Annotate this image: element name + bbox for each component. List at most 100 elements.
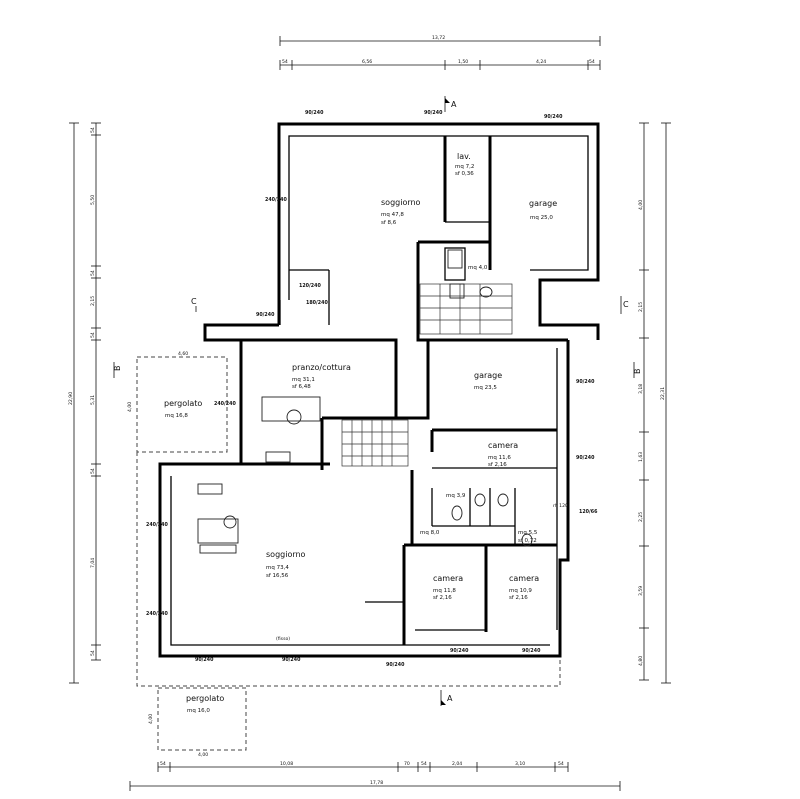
kitchen-island-bottom — [197, 518, 239, 544]
dim-left-seg-3: 54 — [90, 270, 96, 276]
room-lav-name: lav. — [457, 152, 471, 161]
room-camera-1-sf: sf 2,16 — [488, 462, 507, 468]
dim-left-seg-4: 2,15 — [90, 296, 96, 306]
opening-label: 90/240 — [195, 657, 214, 663]
room-soggiorno-top-sf: sf 8,6 — [381, 220, 397, 226]
room-small-area: mq 4,0 — [468, 265, 488, 271]
pergola-upper-height: 4,00 — [127, 402, 133, 412]
pergola-lower-width: 4,00 — [198, 752, 208, 758]
dim-top-seg-5: 54 — [589, 59, 595, 65]
opening-label: 240/240 — [265, 197, 287, 203]
room-pergolato-bottom-area: mq 16,0 — [187, 708, 210, 714]
dim-left-seg-8: 7,04 — [90, 558, 96, 568]
dim-bottom-seg-2: 10,08 — [280, 761, 293, 767]
room-pergolato-top-name: pergolato — [164, 399, 202, 408]
room-lav-sf: sf 0,36 — [455, 171, 474, 177]
dim-right-seg-2: 2,15 — [638, 302, 644, 312]
dim-left-total: 22,90 — [68, 392, 74, 405]
opening-label: 120/240 — [299, 283, 321, 289]
dim-top-seg-4: 4,24 — [536, 59, 546, 65]
opening-label: 90/240 — [424, 110, 443, 116]
room-pergolato-bottom-name: pergolato — [186, 694, 224, 703]
dim-top-seg-3: 1,50 — [458, 59, 468, 65]
pergola-upper: 4,60 4,00 — [127, 351, 228, 453]
dim-left-seg-7: 54 — [90, 468, 96, 474]
room-camera-2-name: camera — [433, 574, 463, 583]
dim-left-seg-2: 5,50 — [90, 195, 96, 205]
dim-left-seg-9: 54 — [90, 650, 96, 656]
dim-bottom-seg-3: 70 — [404, 761, 410, 767]
opening-label: 90/240 — [386, 662, 405, 668]
opening-label: 90/240 — [576, 379, 595, 385]
room-bath-3-area: mq 5,5 — [518, 530, 538, 536]
dim-right-seg-4: 1,63 — [638, 452, 644, 462]
opening-labels: 90/240 90/240 90/240 240/240 120/240 180… — [146, 110, 598, 668]
dim-top-seg-2: 6,56 — [362, 59, 372, 65]
opening-label: 90/240 — [282, 657, 301, 663]
section-b-left: B — [113, 366, 122, 372]
dim-bottom-total: 17,78 — [370, 780, 383, 786]
pergola-lower: 4,00 4,00 — [148, 687, 247, 758]
dim-left-seg-1: 54 — [90, 127, 96, 133]
room-pergolato-top-area: mq 16,8 — [165, 413, 188, 419]
opening-label: 120/66 — [579, 509, 598, 515]
room-camera-2-area: mq 11,8 — [433, 588, 456, 594]
dim-bottom-seg-6: 3,10 — [515, 761, 525, 767]
section-a-bottom: A — [447, 694, 453, 703]
opening-label: 90/240 — [544, 114, 563, 120]
room-soggiorno-big-area: mq 73,4 — [266, 565, 289, 571]
rh-label: rh 120 — [553, 503, 568, 509]
pergola-upper-width: 4,60 — [178, 351, 188, 357]
room-soggiorno-top-name: soggiorno — [381, 198, 421, 207]
dim-bottom-seg-4: 54 — [421, 761, 427, 767]
room-camera-1-area: mq 11,6 — [488, 455, 511, 461]
room-camera-3-sf: sf 2,16 — [509, 595, 528, 601]
right-dimensions: 4,00 2,15 3,18 1,63 2,25 3,59 4,80 22,31 — [638, 122, 671, 684]
dim-bottom-seg-1: 54 — [160, 761, 166, 767]
room-camera-1-name: camera — [488, 441, 518, 450]
room-camera-3-area: mq 10,9 — [509, 588, 532, 594]
dim-right-seg-5: 2,25 — [638, 512, 644, 522]
opening-label: 90/240 — [576, 455, 595, 461]
section-a-top: A — [451, 100, 457, 109]
room-labels: soggiorno mq 47,8 sf 8,6 lav. mq 7,2 sf … — [164, 152, 557, 714]
bottom-dimensions: 54 10,08 70 54 2,04 3,10 54 17,78 — [129, 761, 621, 791]
opening-label: 240/240 — [214, 401, 236, 407]
top-dimensions: 13,72 54 6,56 1,50 4,24 54 — [279, 35, 601, 70]
stairs — [341, 283, 513, 467]
fixed-window-label: (fisso) — [276, 636, 290, 642]
room-garage-mid-area: mq 23,5 — [474, 385, 497, 391]
dim-right-seg-3: 3,18 — [638, 384, 644, 394]
dim-top-total: 13,72 — [432, 35, 445, 41]
room-garage-top-area: mq 25,0 — [530, 215, 553, 221]
dim-right-seg-1: 4,00 — [638, 200, 644, 210]
dim-right-seg-6: 3,59 — [638, 586, 644, 596]
room-soggiorno-big-name: soggiorno — [266, 550, 306, 559]
room-pranzo-area: mq 31,1 — [292, 377, 315, 383]
room-soggiorno-big-sf: sf 16,56 — [266, 573, 289, 579]
dim-left-seg-6: 5,31 — [90, 395, 96, 405]
pergola-lower-height: 4,00 — [148, 714, 154, 724]
room-pranzo-name: pranzo/cottura — [292, 363, 351, 372]
room-bath-3-sf: sf 0,72 — [518, 538, 537, 544]
fixtures — [197, 249, 533, 554]
opening-label: 240/240 — [146, 522, 168, 528]
section-b-right: B — [633, 369, 642, 375]
room-garage-mid-name: garage — [474, 371, 502, 380]
opening-label: 90/240 — [305, 110, 324, 116]
section-c-left: C — [191, 297, 197, 306]
interior-walls — [241, 136, 568, 645]
dim-top-seg-1: 54 — [282, 59, 288, 65]
room-soggiorno-top-area: mq 47,8 — [381, 212, 404, 218]
opening-label: 90/240 — [522, 648, 541, 654]
room-lav-area: mq 7,2 — [455, 164, 474, 170]
opening-label: 90/240 — [450, 648, 469, 654]
opening-label: 180/240 — [306, 300, 328, 306]
dim-bottom-seg-7: 54 — [558, 761, 564, 767]
room-bath-2-area: mq 8,0 — [420, 530, 440, 536]
left-dimensions: 22,90 54 5,50 54 2,15 54 5,31 54 7,04 54 — [68, 122, 101, 684]
exterior-walls — [158, 122, 600, 658]
terrace-outline — [136, 452, 561, 687]
